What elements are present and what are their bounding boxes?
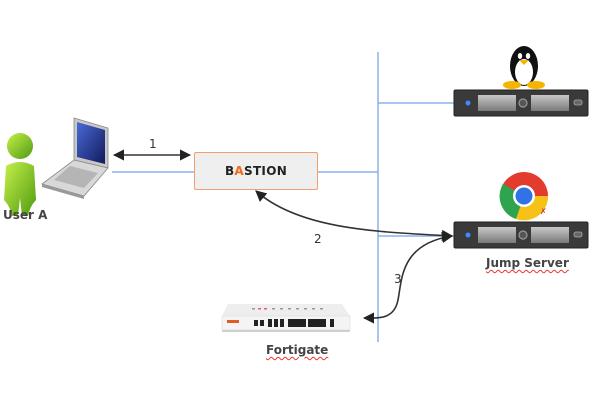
linux-server-icon xyxy=(453,89,589,117)
fortigate-label-text: Fortigate xyxy=(266,343,329,357)
jump-server-icon xyxy=(453,221,589,249)
laptop-icon xyxy=(41,117,109,199)
user-icon xyxy=(4,133,36,216)
bastion-label-prefix: B xyxy=(224,164,235,178)
bastion-label-suffix: STION xyxy=(244,164,288,178)
connection-arrow-3 xyxy=(362,232,454,324)
chrome-icon: ✗ xyxy=(499,172,549,221)
svg-text:✗: ✗ xyxy=(540,207,547,216)
fortigate-label: Fortigate xyxy=(266,343,328,357)
connection-label-2: 2 xyxy=(314,232,322,246)
connection-label-1: 1 xyxy=(149,137,157,151)
jump-server-label: Jump Server xyxy=(486,256,569,270)
connection-label-3: 3 xyxy=(394,272,402,286)
network-lines xyxy=(112,52,455,342)
linux-penguin-icon xyxy=(503,46,545,89)
user-label: User A xyxy=(3,208,48,222)
connection-arrow-2 xyxy=(255,190,454,242)
firewall-appliance-icon xyxy=(221,304,351,332)
jump-server-label-text: Jump Server xyxy=(486,256,569,270)
bastion-label-accent: A xyxy=(234,164,244,178)
